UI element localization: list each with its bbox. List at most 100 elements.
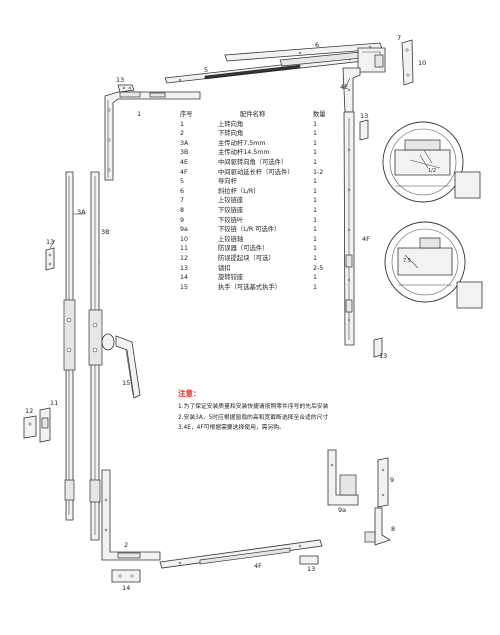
cell-name: 主传动杆14.5mm	[218, 149, 270, 157]
label-7: 7	[397, 34, 401, 42]
table-row: 13 锁扣 2-5	[180, 264, 343, 274]
cell-name: 旋转铰座	[218, 274, 244, 282]
cell-no: 9	[180, 216, 185, 224]
label-1: 1	[137, 110, 141, 118]
cell-name: 下铰链叶	[218, 216, 244, 224]
cell-qty: 1	[313, 139, 318, 147]
cell-name: 下铰链座	[218, 206, 244, 214]
cell-name: 主传动杆7.5mm	[218, 139, 266, 147]
bottom-hinge-leaf	[377, 457, 389, 508]
header-no: 序号	[180, 111, 193, 118]
cell-qty: 1	[313, 206, 318, 214]
table-row: 1 上转向角 1	[180, 120, 343, 130]
right-keeper-top	[359, 119, 369, 141]
cell-qty: 1	[313, 283, 318, 291]
label-13-left: 13	[46, 238, 54, 246]
cell-name: 下转向角	[218, 130, 244, 138]
label-14: 14	[122, 584, 130, 592]
cell-qty: 1	[313, 187, 318, 195]
notes-section: 注意： 1.为了保证安装质量和安装快捷请按照零件序号的先后安装 2.安装3A，5…	[178, 388, 408, 434]
label-11: 11	[50, 399, 58, 407]
cell-qty: 1	[313, 158, 318, 166]
cell-no: 12	[180, 254, 189, 262]
top-hinge-bearing	[357, 47, 386, 73]
label-8: 8	[391, 525, 395, 533]
label-6: 6	[315, 41, 319, 49]
cell-name: 上转向角	[218, 120, 244, 128]
table-row: 3B 主传动杆14.5mm 1	[180, 148, 343, 158]
main-drive-rod-3b	[88, 171, 103, 541]
right-keeper-bottom	[373, 337, 383, 358]
cell-no: 7	[180, 197, 185, 205]
cell-no: 3B	[180, 149, 189, 157]
bottom-hinge-9a	[327, 449, 359, 506]
cell-name: 上铰链轴	[218, 235, 244, 243]
table-row: 15 执手（可选基式执手） 1	[180, 283, 343, 293]
cell-no: 1	[180, 120, 185, 128]
label-12: 12	[25, 407, 33, 415]
cell-name: 防误器（可选件）	[218, 245, 269, 253]
label-9a: 9a	[338, 506, 346, 514]
cell-qty: 1	[313, 274, 318, 282]
note-line-3: 3.4E，4F可根据需要选择使用，需另购。	[178, 425, 285, 431]
cell-qty: 1	[313, 149, 318, 157]
label-13-bottom: 13	[307, 565, 315, 573]
label-3b: 3B	[101, 228, 110, 236]
cell-no: 11	[180, 245, 189, 253]
top-lock-keeper	[117, 84, 135, 93]
cell-name: 执手（可选基式执手）	[218, 283, 281, 291]
cell-name: 中间驱转向角（可选件）	[218, 158, 288, 166]
cell-name: 上铰链座	[218, 197, 244, 205]
detail-circle-top	[382, 121, 481, 203]
main-drive-rod-3a	[63, 171, 76, 521]
cell-no: 8	[180, 206, 185, 214]
detail-circle-bottom	[384, 221, 483, 309]
top-hinge-pin	[401, 39, 414, 86]
cell-qty: 1	[313, 254, 318, 262]
label-4f-bottom: 4F	[254, 562, 262, 570]
table-row: 4F 中间驱动延长杆（可选件） 1-2	[180, 168, 343, 178]
cell-qty: 1-2	[313, 168, 324, 176]
bottom-hinge-bearing	[364, 507, 391, 546]
cell-qty: 1	[313, 245, 318, 253]
cell-name: 中间驱动延长杆（可选件）	[218, 168, 294, 176]
cell-no: 4E	[180, 158, 188, 166]
cell-qty: 1	[313, 235, 318, 243]
cell-no: 2	[180, 130, 185, 138]
table-header-row: 序号 配件名称 数量	[180, 110, 343, 120]
cell-no: 3A	[180, 139, 189, 147]
detail-label-2: 7.5	[403, 258, 411, 264]
label-10: 10	[418, 59, 426, 67]
leader-lines	[49, 77, 351, 263]
bottom-keeper-13	[299, 555, 319, 565]
bottom-extension-rod	[159, 539, 323, 569]
cell-no: 13	[180, 264, 189, 272]
cell-no: 4F	[180, 168, 188, 176]
cell-qty: 1	[313, 120, 318, 128]
label-4e: 4E	[340, 83, 348, 91]
label-2: 2	[124, 541, 128, 549]
cell-qty: 1	[313, 178, 318, 186]
label-4f-right: 4F	[362, 235, 370, 243]
cell-no: 15	[180, 283, 189, 291]
cell-no: 6	[180, 187, 185, 195]
cell-name: 锁扣	[218, 264, 231, 272]
cell-name: 导向杆	[218, 178, 237, 186]
cell-name: 下铰链（L/R 可选件）	[218, 226, 281, 234]
table-row: 3A 主传动杆7.5mm 1	[180, 139, 343, 149]
cell-qty: 2-5	[313, 264, 324, 272]
rotating-hinge-seat	[111, 569, 141, 583]
lifting-block	[23, 415, 37, 439]
table-row: 11 防误器（可选件） 1	[180, 244, 343, 254]
